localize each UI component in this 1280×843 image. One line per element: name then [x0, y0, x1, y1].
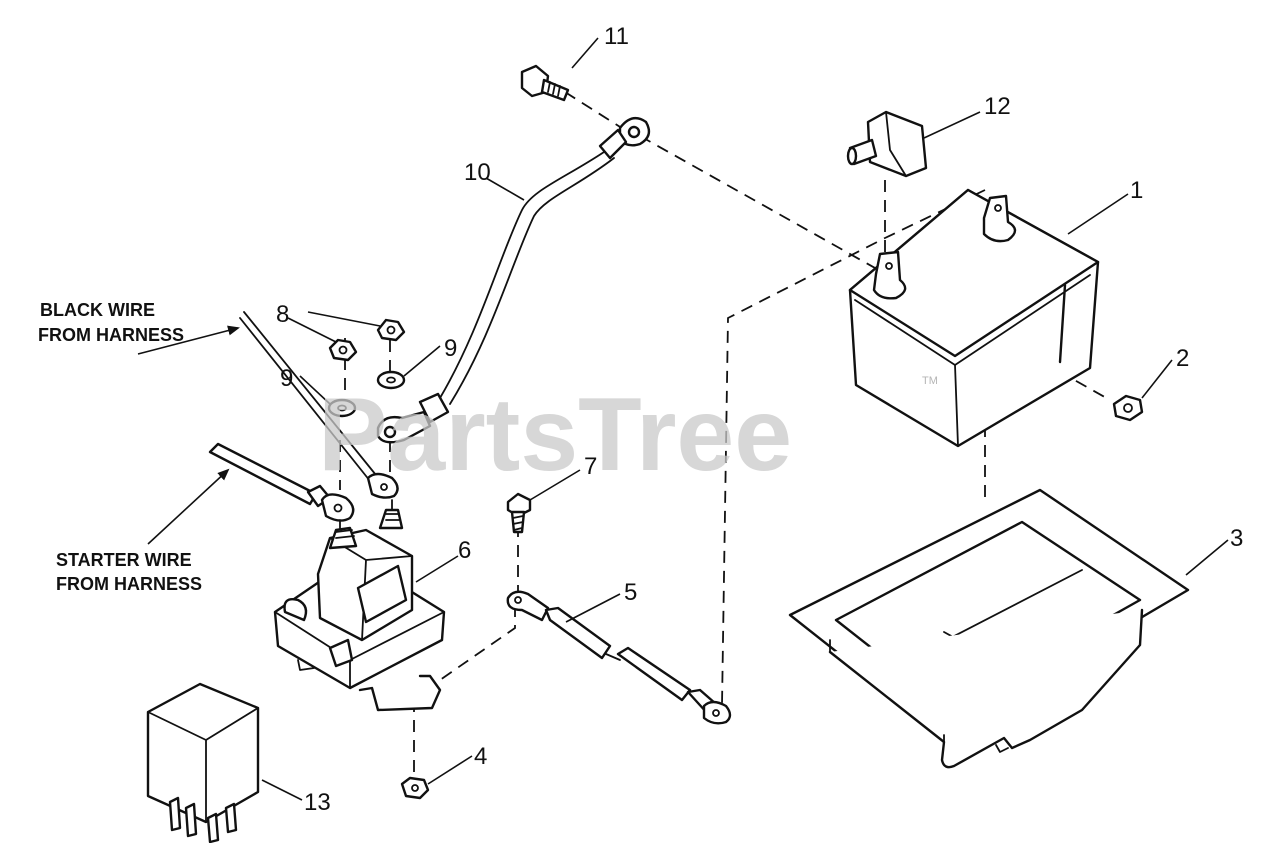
part-5-cable[interactable] — [506, 590, 732, 725]
callout-2: 2 — [1176, 345, 1189, 372]
callout-11: 11 — [604, 23, 629, 50]
part-9-washer-right[interactable] — [376, 370, 406, 390]
callout-9-left: 9 — [280, 365, 293, 392]
part-4-nut[interactable] — [400, 776, 430, 800]
part-10-cable[interactable] — [376, 116, 651, 444]
black-wire-label-line2: FROM HARNESS — [38, 325, 184, 345]
starter-wire-label-line2: FROM HARNESS — [56, 574, 202, 594]
leader-lines — [137, 37, 1229, 801]
callout-10: 10 — [464, 159, 491, 186]
trademark-mark: TM — [922, 375, 938, 387]
callout-8: 8 — [276, 301, 289, 328]
part-13-relay[interactable] — [146, 682, 260, 843]
starter-wire-label-line1: STARTER WIRE — [56, 550, 192, 570]
black-wire — [239, 311, 399, 499]
part-6-solenoid[interactable] — [273, 499, 446, 712]
callout-7: 7 — [584, 453, 597, 480]
part-8-nut-left[interactable] — [328, 338, 358, 362]
callout-9-right: 9 — [444, 335, 457, 362]
callout-numbers: 11 12 1 2 3 10 8 9 9 7 6 5 4 13 — [276, 23, 1243, 816]
callout-4: 4 — [474, 743, 487, 770]
black-wire-label-line1: BLACK WIRE — [40, 300, 155, 320]
part-9-washer-left[interactable] — [327, 398, 357, 418]
watermark: PartsTree — [318, 377, 792, 493]
callout-3: 3 — [1230, 525, 1243, 552]
part-8-nut-right[interactable] — [376, 318, 406, 342]
callout-12: 12 — [984, 93, 1011, 120]
callout-13: 13 — [304, 789, 331, 816]
part-3-battery-tray[interactable] — [788, 488, 1190, 769]
callout-6: 6 — [458, 537, 471, 564]
starter-wire — [208, 442, 355, 522]
notes: BLACK WIRE FROM HARNESS STARTER WIRE FRO… — [38, 300, 202, 594]
callout-5: 5 — [624, 579, 637, 606]
part-1-battery[interactable]: TM — [848, 188, 1100, 448]
part-2-nut[interactable] — [1112, 394, 1144, 422]
part-11-bolt[interactable] — [520, 64, 570, 102]
part-12-terminal-cover[interactable] — [846, 110, 928, 178]
part-7-screw[interactable] — [506, 492, 532, 534]
callout-1: 1 — [1130, 177, 1143, 204]
